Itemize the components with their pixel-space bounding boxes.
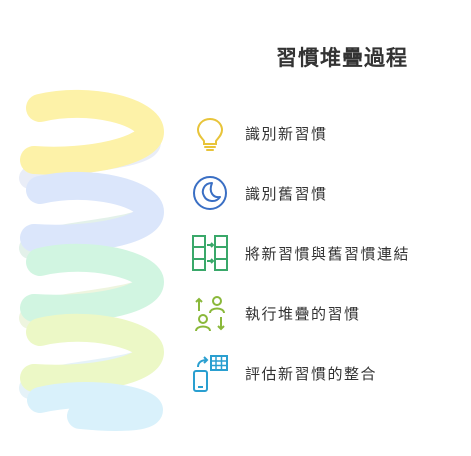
step-link-new-to-old: 將新習慣與舊習慣連結 [190, 233, 460, 273]
spring-coil-illustration [19, 89, 165, 431]
step-label: 執行堆疊的習慣 [245, 305, 361, 323]
step-label: 將新習慣與舊習慣連結 [245, 245, 411, 263]
coil-band-2 [20, 171, 165, 253]
lightbulb-icon [190, 113, 230, 153]
step-identify-old-habit: 識別舊習慣 [190, 173, 460, 213]
coil-band-5 [27, 382, 164, 431]
link-arrows-icon [190, 233, 230, 273]
step-label: 識別舊習慣 [245, 185, 328, 203]
diagram-title: 習慣堆疊過程 [276, 46, 408, 70]
coil-band-1 [20, 89, 165, 175]
coil-band-4 [20, 313, 165, 393]
step-label: 評估新習慣的整合 [245, 365, 378, 383]
step-evaluate-integration: 評估新習慣的整合 [190, 353, 460, 393]
moon-icon [190, 173, 230, 213]
step-label: 識別新習慣 [245, 125, 328, 143]
step-perform-stacked-habit: 執行堆疊的習慣 [190, 293, 460, 333]
coil-band-3 [20, 243, 165, 323]
step-identify-new-habit: 識別新習慣 [190, 113, 460, 153]
phone-grid-icon [190, 353, 230, 393]
people-exchange-icon [190, 293, 230, 333]
